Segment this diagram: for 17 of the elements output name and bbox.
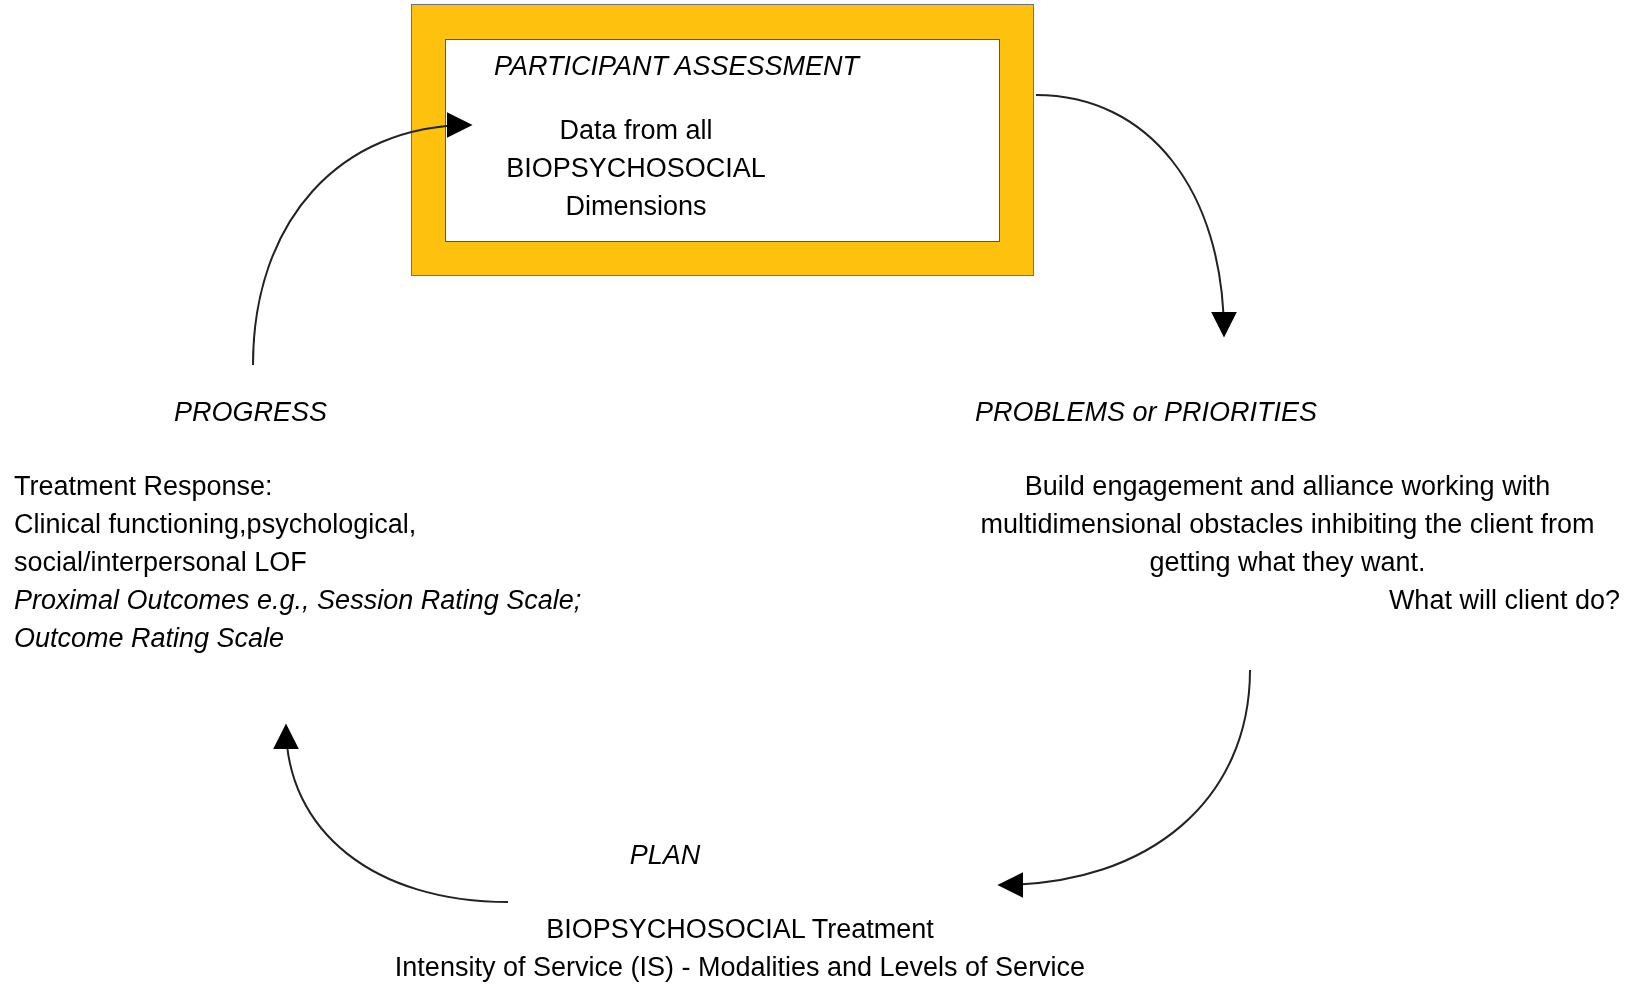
node-text: Treatment Response: [14,469,274,503]
node-text: PROBLEMS or PRIORITIES [974,396,1319,429]
curved-arrow [997,669,1251,897]
node-text: Clinical functioning,psychological, social/interpersonal LOF [14,507,418,579]
node-text: What will client do? [1387,583,1620,617]
node-text: Build engagement and alliance working with multidimensional obstacles inhibiting the client from getting what they want. [979,469,1596,579]
node-text: Data from all BIOPSYCHOSOCIAL Dimensions [505,113,767,223]
curved-arrow [274,723,509,903]
node-text: BIOPSYCHOSOCIAL Treatment [546,912,934,946]
curved-arrow [1035,94,1236,338]
node-text: Proximal Outcomes e.g., Session Rating Scale; Outcome Rating Scale [14,583,583,655]
node-text: Intensity of Service (IS) - Modalities and Levels of Service [394,950,1086,984]
curved-arrow [252,113,473,366]
process-box [411,4,1034,276]
node-text: PARTICIPANT ASSESSMENT [493,50,862,83]
node-text: PROGRESS [173,396,329,429]
node-text: PLAN [629,839,701,872]
